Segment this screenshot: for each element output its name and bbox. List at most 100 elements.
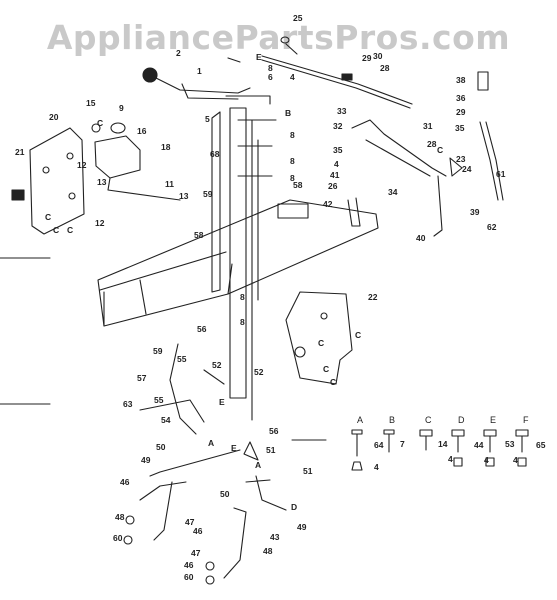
part-callout: 35 — [455, 123, 465, 133]
shift-rod — [261, 36, 413, 109]
part-callout: 8 — [290, 156, 295, 166]
part-callout: 50 — [220, 489, 230, 499]
hardware-part-number: 4 — [448, 454, 453, 464]
part-callout: 12 — [95, 218, 105, 228]
part-callout: 49 — [141, 455, 151, 465]
part-callout: 61 — [496, 169, 506, 179]
part-callout: 58 — [194, 230, 204, 240]
part-callout: 52 — [212, 360, 222, 370]
hardware-part-number: 4 — [513, 455, 518, 465]
part-callout: 1 — [197, 66, 202, 76]
part-callout: 48 — [115, 512, 125, 522]
part-callout: 8 — [290, 130, 295, 140]
part-callout: C — [437, 145, 443, 155]
part-callout: C — [355, 330, 361, 340]
hardware-part-number: 14 — [438, 439, 448, 449]
hardware-part-number: 65 — [536, 440, 546, 450]
part-callout: C — [323, 364, 329, 374]
hardware-letter: D — [458, 415, 465, 425]
part-callout: B — [285, 108, 291, 118]
part-callout: 26 — [328, 181, 338, 191]
part-callout: 63 — [123, 399, 133, 409]
part-callout: 23 — [456, 154, 466, 164]
part-callout: 51 — [303, 466, 313, 476]
part-callout: 55 — [177, 354, 187, 364]
part-callout: 38 — [456, 75, 466, 85]
part-callout: 22 — [368, 292, 378, 302]
part-callout: 46 — [184, 560, 194, 570]
hardware-part-number: 7 — [400, 439, 405, 449]
part-callout: C — [330, 377, 336, 387]
part-callout: C — [45, 212, 51, 222]
hardware-part-number: 4 — [484, 455, 489, 465]
part-callout: 39 — [470, 207, 480, 217]
part-callout: 12 — [77, 160, 87, 170]
part-callout: C — [318, 338, 324, 348]
hardware-letter: B — [389, 415, 395, 425]
part-callout: 60 — [184, 572, 194, 582]
part-callout: 51 — [266, 445, 276, 455]
part-callout: 46 — [193, 526, 203, 536]
hardware-letter: C — [425, 415, 432, 425]
part-callout: E — [231, 443, 237, 453]
hardware-part-number: 53 — [505, 439, 515, 449]
part-callout: 43 — [270, 532, 280, 542]
part-callout: 11 — [165, 179, 174, 189]
part-callout: 8 — [290, 173, 295, 183]
part-callout: 40 — [416, 233, 426, 243]
part-callout: 48 — [263, 546, 273, 556]
left-side-plate — [11, 127, 85, 235]
hardware-letter: A — [357, 415, 363, 425]
part-callout: 59 — [203, 189, 213, 199]
part-callout: 15 — [86, 98, 96, 108]
part-callout: 18 — [161, 142, 171, 152]
part-callout: 30 — [373, 51, 383, 61]
part-callout: 29 — [456, 107, 466, 117]
part-callout: 4 — [290, 72, 295, 82]
part-callout: 41 — [330, 170, 340, 180]
part-callout: 58 — [293, 180, 303, 190]
part-callout: 31 — [423, 121, 433, 131]
part-callout: 47 — [185, 517, 195, 527]
part-callout: 8 — [240, 292, 245, 302]
part-callout: 42 — [323, 199, 333, 209]
part-callout: E — [219, 397, 225, 407]
part-callout: 57 — [137, 373, 147, 383]
part-callout: 56 — [269, 426, 279, 436]
part-callout: 68 — [210, 149, 220, 159]
part-callout: 49 — [297, 522, 307, 532]
part-callout: 62 — [487, 222, 497, 232]
part-callout: 8 — [240, 317, 245, 327]
part-callout: C — [97, 118, 103, 128]
part-callout: 4 — [334, 159, 339, 169]
separator-lines — [0, 257, 327, 441]
part-callout: C — [67, 225, 73, 235]
part-callout: 2 — [176, 48, 181, 58]
part-callout: 60 — [113, 533, 123, 543]
right-side-panel — [285, 291, 353, 385]
part-callout: C — [53, 225, 59, 235]
part-callout: E — [256, 52, 262, 62]
part-callout: 5 — [205, 114, 210, 124]
part-callout: 13 — [97, 177, 107, 187]
part-callout: 56 — [197, 324, 207, 334]
lower-linkage — [123, 343, 287, 585]
part-callout: 32 — [333, 121, 343, 131]
part-callout: 35 — [333, 145, 343, 155]
part-callout: 33 — [337, 106, 347, 116]
part-callout: 16 — [137, 126, 147, 136]
part-callout: 55 — [154, 395, 164, 405]
hardware-letter: F — [523, 415, 529, 425]
part-callout: 54 — [161, 415, 171, 425]
hardware-letter: E — [490, 415, 496, 425]
vertical-bracket — [211, 95, 277, 421]
hardware-part-number: 64 — [374, 440, 384, 450]
part-callout: 24 — [462, 164, 472, 174]
part-callout: 28 — [380, 63, 390, 73]
part-callout: 59 — [153, 346, 163, 356]
part-callout: 29 — [362, 53, 372, 63]
part-callout: 9 — [119, 103, 124, 113]
hardware-bolts — [351, 429, 529, 471]
